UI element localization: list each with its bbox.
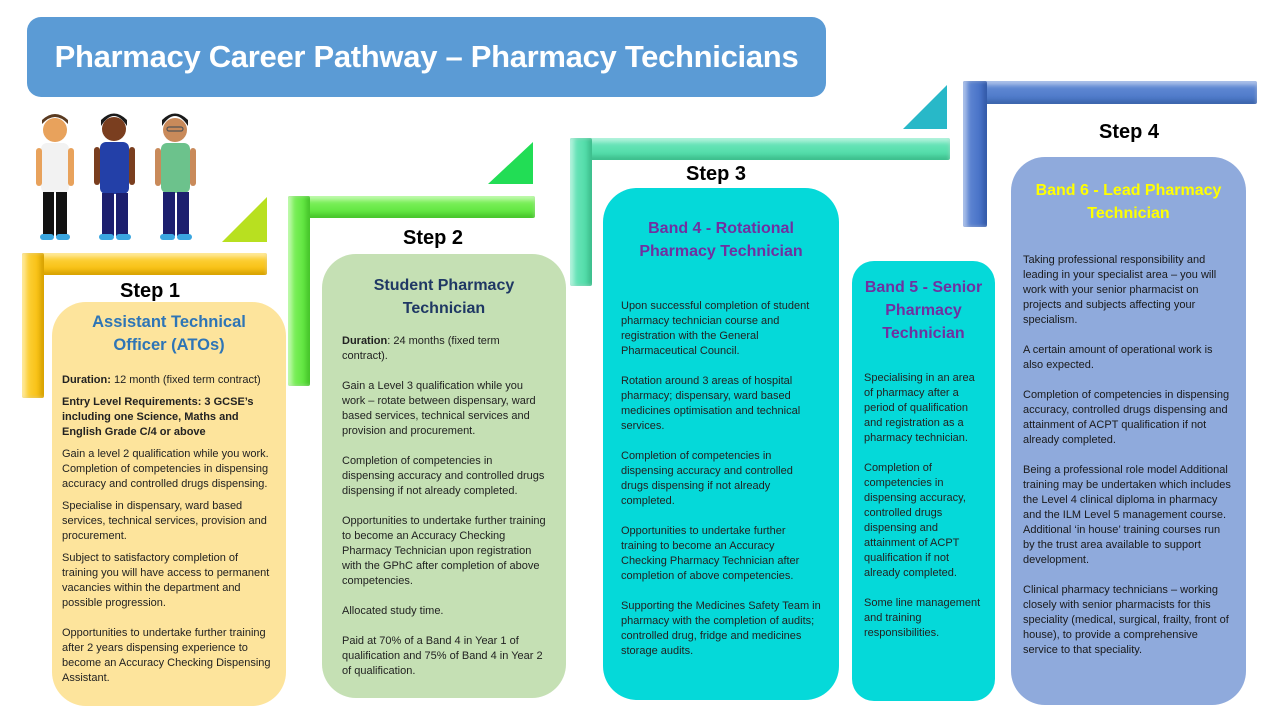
- staff-white-uniform-icon: [36, 114, 74, 240]
- card-paragraph: Allocated study time.: [342, 605, 444, 617]
- card-paragraph: Subject to satisfactory completion of tr…: [62, 552, 270, 609]
- step1-arrow-triangle-icon: [222, 197, 267, 242]
- card-paragraph: Specialise in dispensary, ward based ser…: [62, 500, 267, 542]
- card-paragraph: Paid at 70% of a Band 4 in Year 1 of qua…: [342, 635, 543, 677]
- card-paragraph: A certain amount of operational work is …: [1023, 344, 1213, 371]
- card-band6-lead: Band 6 - Lead Pharmacy Technician Taking…: [1011, 157, 1246, 705]
- card-paragraph: Taking professional responsibility and l…: [1023, 254, 1217, 326]
- card-paragraph: Gain a Level 3 qualification while you w…: [342, 380, 536, 437]
- entry-requirements-text: Entry Level Requirements: 3 GCSE’s inclu…: [62, 396, 254, 438]
- step2-connector-horizontal: [288, 196, 535, 218]
- step1-label: Step 1: [119, 280, 181, 302]
- step4-label: Step 4: [1098, 121, 1160, 143]
- card-paragraph: Opportunities to undertake further train…: [621, 525, 800, 582]
- step3-arrow-triangle-icon: [903, 85, 947, 129]
- card-paragraph: Clinical pharmacy technicians – working …: [1023, 584, 1229, 656]
- card-paragraph: Completion of competencies in dispensing…: [621, 450, 793, 507]
- pharmacy-staff-icon: [36, 113, 196, 240]
- step3-label: Step 3: [685, 163, 747, 185]
- card-paragraph: Supporting the Medicines Safety Team in …: [621, 600, 821, 657]
- card-paragraph: Rotation around 3 areas of hospital phar…: [621, 375, 801, 432]
- step1-connector-vertical: [22, 253, 44, 398]
- card-assistant-technical-officer: Assistant Technical Officer (ATOs) Durat…: [52, 302, 286, 706]
- staff-green-uniform-icon: [155, 113, 196, 240]
- staff-navy-uniform-icon: [94, 113, 135, 240]
- step3-connector-horizontal: [570, 138, 950, 160]
- card-title: Student Pharmacy Technician: [373, 277, 515, 317]
- card-paragraph: Opportunities to undertake further train…: [62, 627, 271, 684]
- step4-connector-vertical: [963, 81, 987, 227]
- card-paragraph: Being a professional role model Addition…: [1023, 464, 1231, 566]
- step2-label: Step 2: [402, 227, 464, 249]
- card-paragraph: Upon successful completion of student ph…: [621, 300, 810, 357]
- card-band4-rotational: Band 4 - Rotational Pharmacy Technician …: [603, 188, 839, 700]
- card-title: Assistant Technical Officer (ATOs): [92, 313, 246, 354]
- card-paragraph: Specialising in an area of pharmacy afte…: [864, 372, 975, 444]
- page-title: Pharmacy Career Pathway – Pharmacy Techn…: [54, 39, 799, 74]
- duration-text: Duration: 12 month (fixed term contract): [62, 374, 261, 386]
- step4-connector-horizontal: [963, 81, 1257, 104]
- card-paragraph: Some line management and training respon…: [864, 597, 981, 639]
- title-banner: Pharmacy Career Pathway – Pharmacy Techn…: [27, 17, 826, 97]
- card-paragraph: Opportunities to undertake further train…: [342, 515, 546, 587]
- pharmacy-staff-illustration: [28, 110, 203, 245]
- card-band5-senior: Band 5 - Senior Pharmacy Technician Spec…: [852, 261, 995, 701]
- step3-connector-vertical: [570, 138, 592, 286]
- step1-connector-horizontal: [22, 253, 267, 275]
- card-paragraph: Gain a level 2 qualification while you w…: [62, 448, 269, 490]
- card-title: Band 5 - Senior Pharmacy Technician: [864, 279, 983, 342]
- step2-arrow-triangle-icon: [488, 142, 533, 184]
- card-title: Band 4 - Rotational Pharmacy Technician: [639, 220, 803, 260]
- card-paragraph: Completion of competencies in dispensing…: [864, 462, 966, 579]
- card-student-pharmacy-technician: Student Pharmacy Technician Duration: 24…: [322, 254, 566, 698]
- duration-text: Duration: 24 months (fixed term contract…: [342, 335, 500, 362]
- step2-connector-vertical: [288, 196, 310, 386]
- card-paragraph: Completion of competencies in dispensing…: [342, 455, 545, 497]
- card-paragraph: Completion of competencies in dispensing…: [1023, 389, 1230, 446]
- card-title: Band 6 - Lead Pharmacy Technician: [1035, 182, 1222, 222]
